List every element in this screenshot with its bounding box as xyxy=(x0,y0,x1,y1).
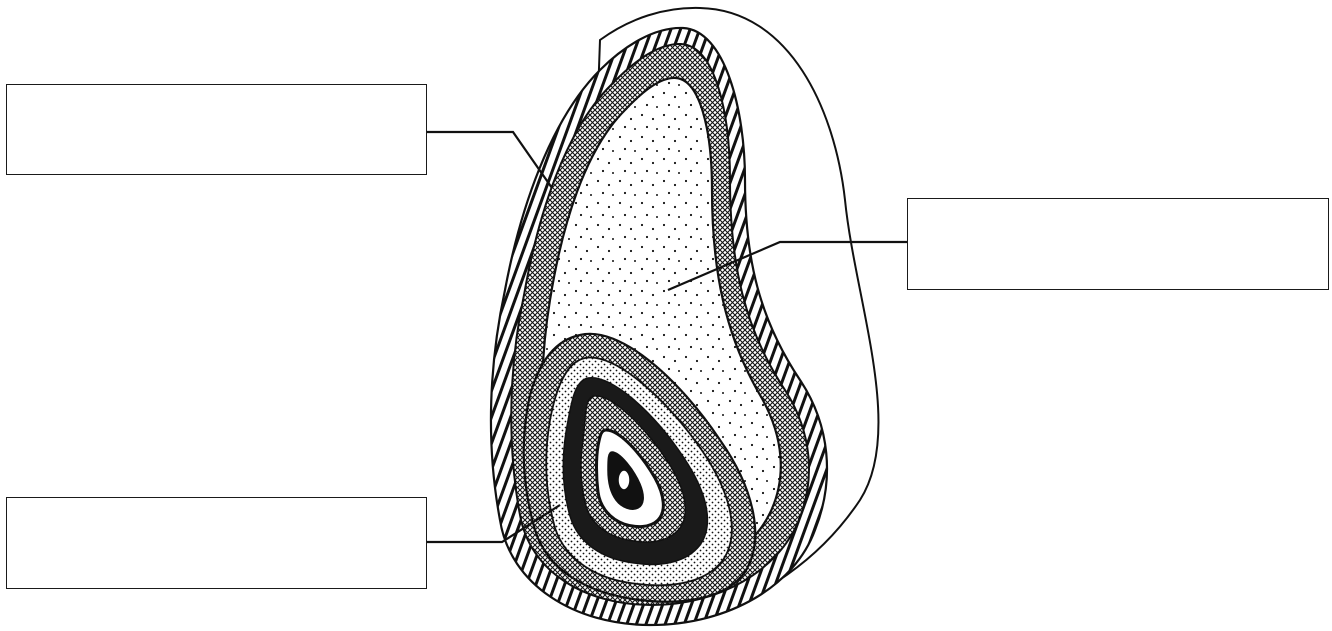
label-box-bottom-left[interactable] xyxy=(6,497,427,589)
leader-line-top-left xyxy=(427,132,552,188)
label-box-right[interactable] xyxy=(907,198,1329,290)
label-box-top-left[interactable] xyxy=(6,84,427,175)
embryo-center xyxy=(618,470,630,490)
